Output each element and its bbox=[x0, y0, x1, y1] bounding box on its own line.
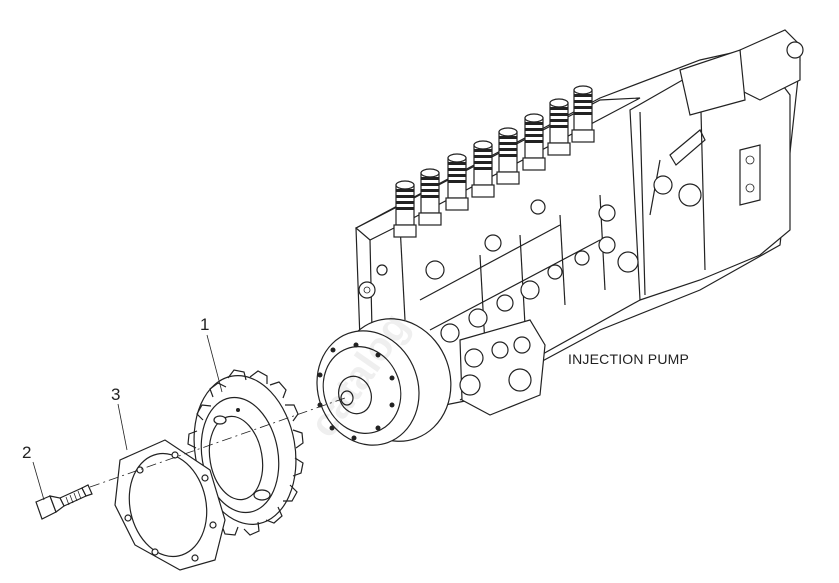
gasket-part-3 bbox=[114, 439, 226, 571]
injection-pump-label: INJECTION PUMP bbox=[568, 351, 689, 367]
callout-3: 3 bbox=[111, 385, 120, 404]
gear-part-1 bbox=[183, 369, 304, 536]
leader-lines bbox=[32, 334, 346, 501]
injection-pump bbox=[354, 29, 804, 411]
callout-1: 1 bbox=[200, 315, 209, 334]
delivery-valves bbox=[393, 85, 595, 238]
body-fittings bbox=[358, 199, 639, 416]
drive-flange bbox=[316, 318, 452, 446]
bolt-part-2 bbox=[35, 484, 93, 520]
callout-2: 2 bbox=[22, 443, 31, 462]
